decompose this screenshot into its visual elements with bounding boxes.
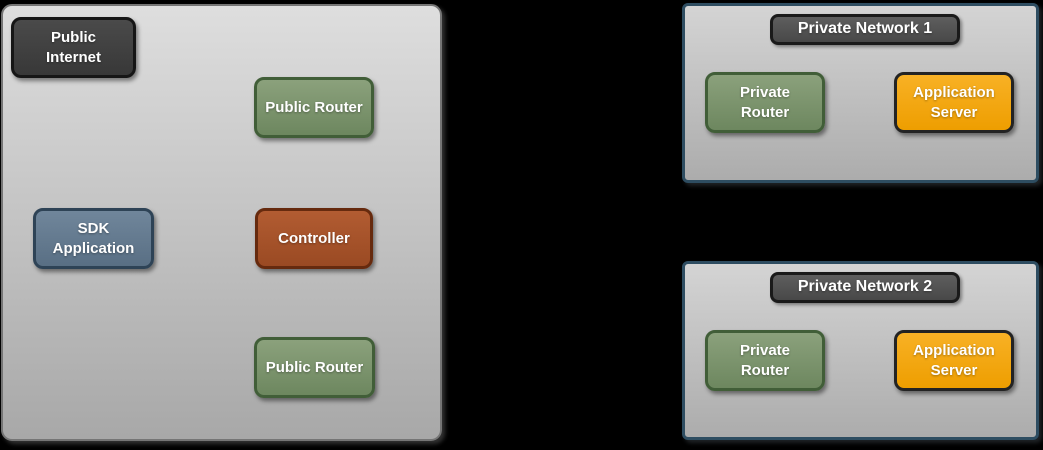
node-public-internet: Public Internet (11, 17, 136, 78)
node-sdk-application: SDK Application (33, 208, 154, 269)
private-network-1-title: Private Network 1 (770, 14, 960, 45)
private-network-2: Private Network 2 Private Router Applica… (682, 261, 1039, 440)
private-network-2-title: Private Network 2 (770, 272, 960, 303)
node-public-router-top: Public Router (254, 77, 374, 138)
node-controller: Controller (255, 208, 373, 269)
node-application-server-1: Application Server (894, 72, 1014, 133)
node-application-server-2: Application Server (894, 330, 1014, 391)
private-network-1: Private Network 1 Private Router Applica… (682, 3, 1039, 183)
node-private-router-2: Private Router (705, 330, 825, 391)
public-internet-zone: Public Internet Public Router SDK Applic… (1, 4, 442, 441)
node-public-router-bottom: Public Router (254, 337, 375, 398)
node-private-router-1: Private Router (705, 72, 825, 133)
